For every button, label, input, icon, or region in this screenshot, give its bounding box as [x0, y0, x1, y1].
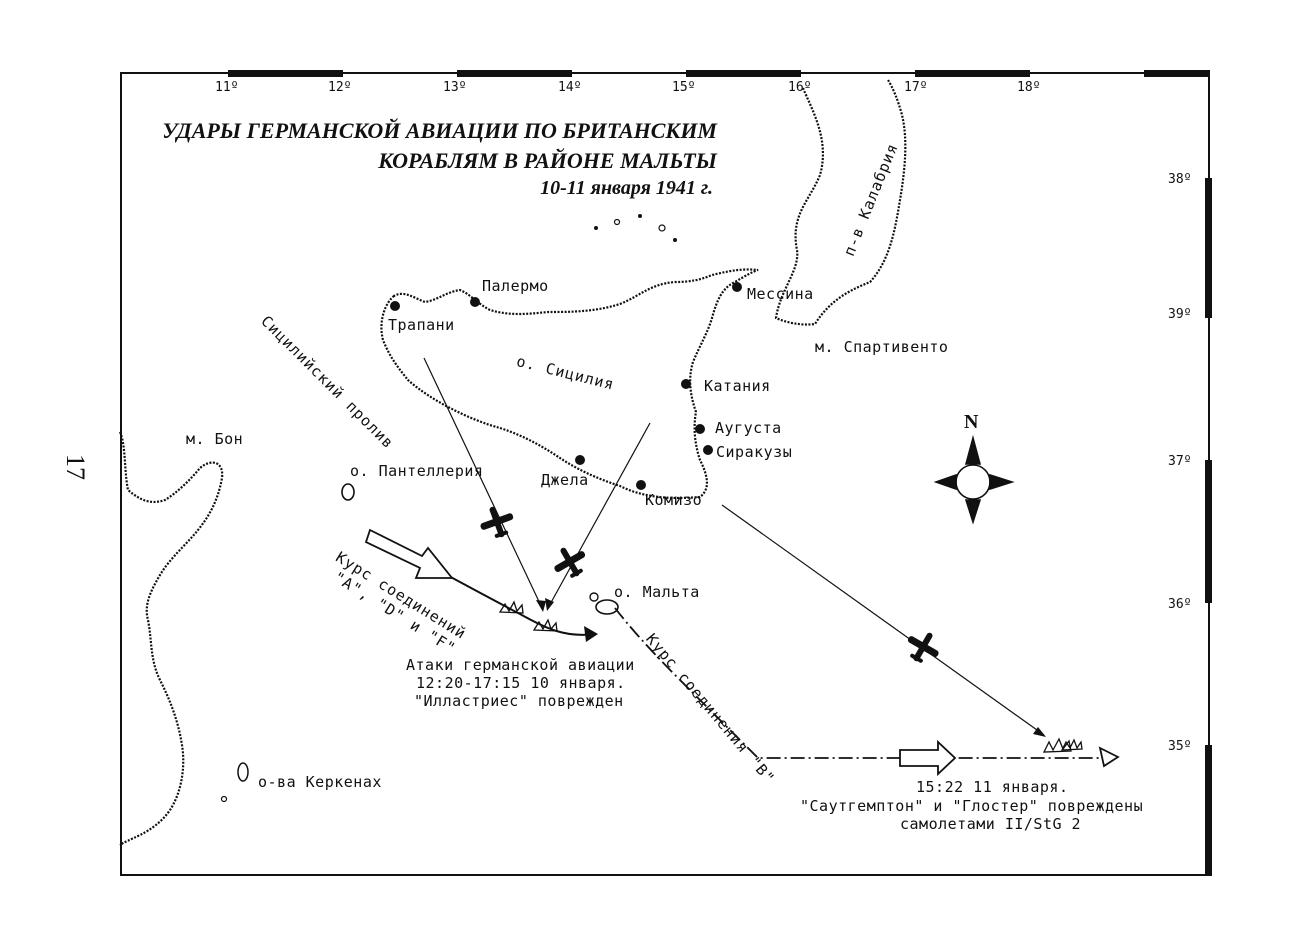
attack1-line2: 12:20-17:15 10 января.: [416, 674, 626, 692]
tunisia-coast: [118, 431, 224, 846]
longitude-label: 14º: [558, 80, 582, 95]
attack-lines: [423, 357, 1045, 736]
latitude-label: 36º: [1168, 597, 1192, 612]
attack2-line3: самолетами II/StG 2: [900, 815, 1082, 833]
city-label-syracuse: Сиракузы: [716, 443, 793, 461]
city-label-trapani: Трапани: [388, 316, 455, 334]
compass-north-label: N: [964, 411, 979, 433]
pantelleria-island: [341, 483, 355, 501]
place-label-kerkennah: о-ва Керкенах: [258, 773, 382, 791]
calabria-coast: [774, 79, 907, 326]
longitude-label: 12º: [328, 80, 352, 95]
attack1-line1: Атаки германской авиации: [406, 656, 635, 674]
longitude-label: 15º: [672, 80, 696, 95]
place-label-cape-bon: м. Бон: [186, 430, 244, 448]
map-title-line3: 10-11 января 1941 г.: [540, 177, 713, 199]
city-label-palermo: Палермо: [482, 277, 549, 295]
place-label-cape-spartivento: м. Спартивенто: [815, 338, 949, 356]
longitude-label: 17º: [904, 80, 928, 95]
longitude-label: 13º: [443, 80, 467, 95]
right-scale-bar: [1205, 178, 1212, 876]
latitude-label: 37º: [1168, 454, 1192, 469]
longitude-label: 18º: [1017, 80, 1041, 95]
city-label-augusta: Аугуста: [715, 419, 782, 437]
force-b-course: [614, 607, 1100, 759]
gozo-island: [589, 592, 599, 602]
attack2-line2: "Саутгемптон" и "Глостер" повреждены: [800, 797, 1144, 815]
aircraft-icons: [480, 506, 939, 663]
map-title-line2: КОРАБЛЯМ В РАЙОНЕ МАЛЬТЫ: [378, 148, 717, 173]
latitude-label: 35º: [1168, 739, 1192, 754]
city-label-comiso: Комизо: [645, 491, 703, 509]
latitude-label: 38º: [1168, 172, 1192, 187]
attack2-line1: 15:22 11 января.: [916, 778, 1069, 796]
city-label-messina: Мессина: [747, 285, 814, 303]
place-label-malta: о. Мальта: [614, 583, 700, 601]
city-markers: [390, 282, 742, 490]
place-label-pantelleria: о. Пантеллерия: [350, 462, 484, 480]
compass-rose: [933, 434, 1015, 525]
top-scale-bar: [228, 70, 1210, 77]
attack-arrowheads: [536, 598, 1046, 737]
map-title-line1: УДАРЫ ГЕРМАНСКОЙ АВИАЦИИ ПО БРИТАНСКИМ: [162, 118, 717, 143]
sicily-coast: [380, 268, 759, 500]
longitude-label: 16º: [788, 80, 812, 95]
latitude-label: 39º: [1168, 307, 1192, 322]
force-adf-arrow: [364, 528, 454, 579]
attack1-line3: "Илластриес" поврежден: [414, 692, 624, 710]
force-b-arrow: [899, 739, 957, 777]
longitude-label: 11º: [215, 80, 239, 95]
city-label-catania: Катания: [704, 377, 771, 395]
malta-island: [595, 599, 619, 615]
city-label-gela: Джела: [541, 471, 589, 489]
kerkennah-island: [237, 762, 249, 782]
hit-markers: [498, 600, 1083, 753]
